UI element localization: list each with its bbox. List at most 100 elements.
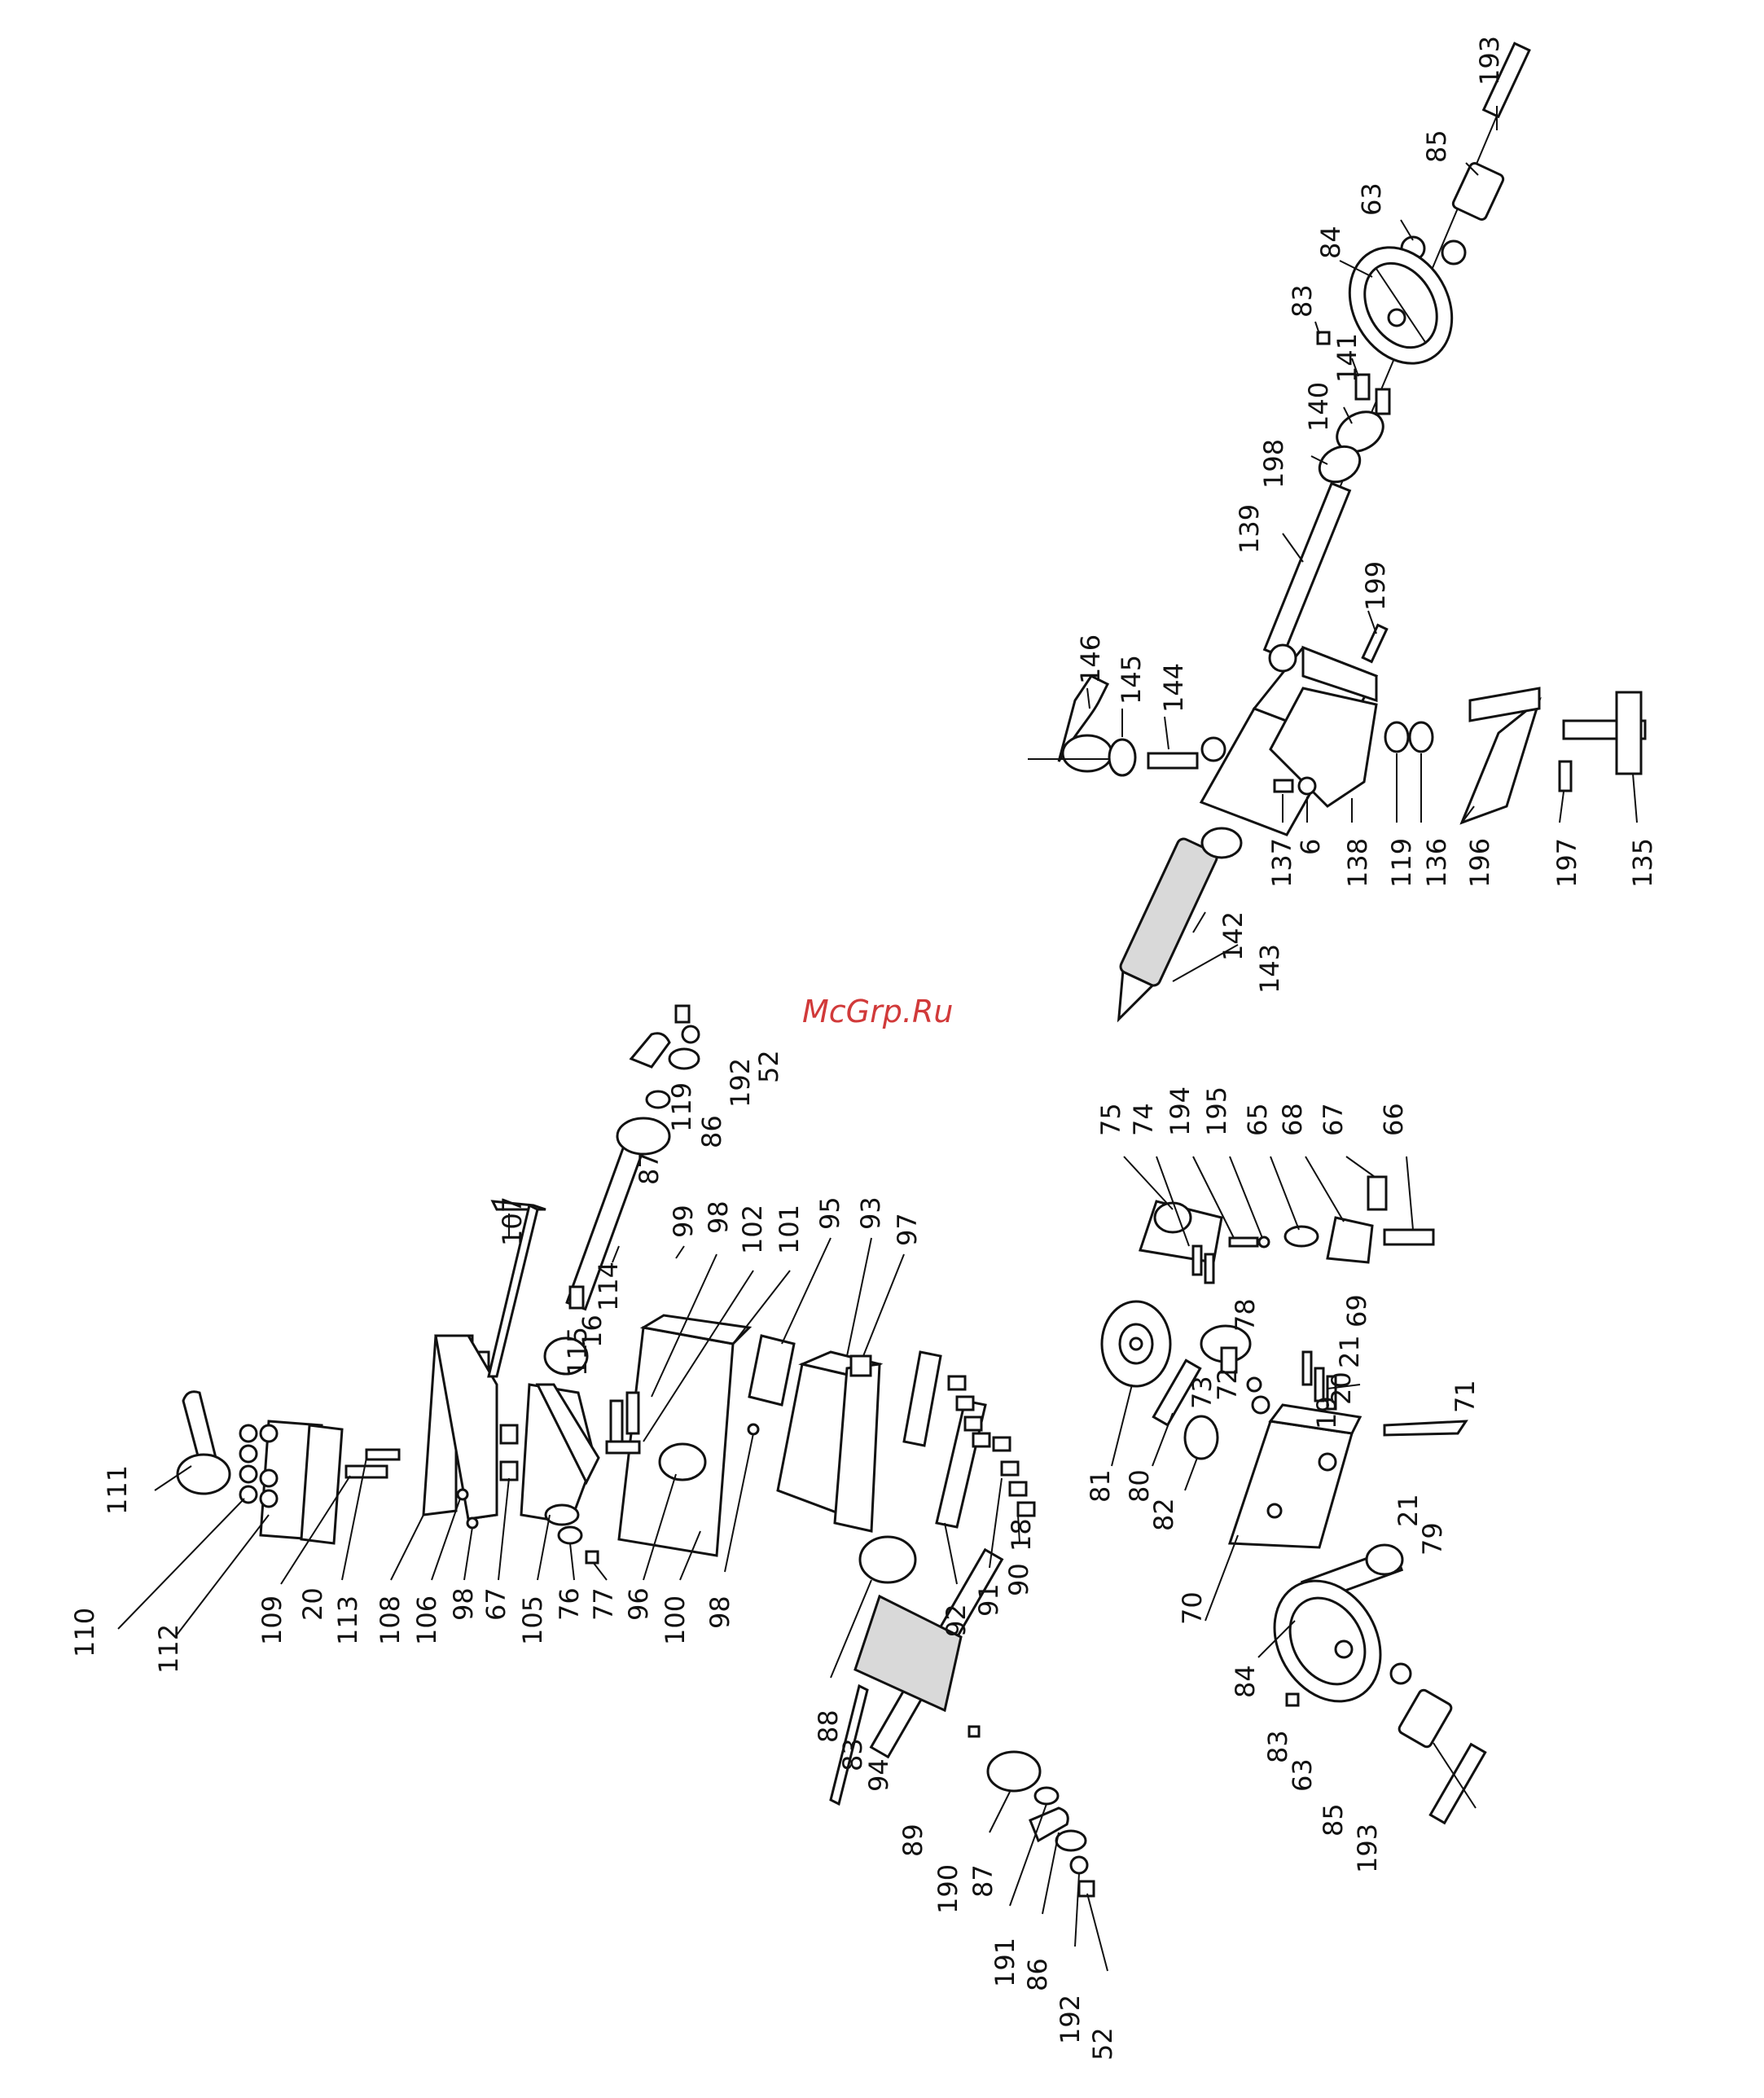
callout-141: 141	[1332, 333, 1362, 383]
callout-90: 90	[1003, 1563, 1034, 1596]
callout-70: 70	[1177, 1591, 1208, 1625]
callout-73: 73	[1187, 1376, 1218, 1409]
callout-105: 105	[517, 1595, 548, 1645]
callout-85: 85	[1421, 129, 1452, 163]
callout-119: 119	[666, 1082, 697, 1132]
callout-94: 94	[863, 1758, 894, 1792]
callout-190: 190	[932, 1864, 963, 1914]
callout-86b: 86	[1022, 1958, 1053, 1991]
callout-144: 144	[1158, 663, 1189, 713]
callout-100: 100	[660, 1595, 691, 1645]
callout-145: 145	[1116, 655, 1147, 704]
callout-111: 111	[102, 1465, 133, 1515]
callout-199: 199	[1360, 561, 1391, 611]
callout-95: 95	[814, 1196, 845, 1230]
callout-67: 67	[480, 1587, 511, 1621]
callout-102: 102	[737, 1205, 768, 1254]
callout-68: 68	[1277, 1103, 1308, 1136]
apron-assembly	[1100, 1175, 1487, 1825]
callout-84: 84	[1315, 226, 1346, 259]
callout-20: 20	[297, 1587, 328, 1621]
watermark-text: McGrp.Ru	[802, 994, 954, 1029]
callout-107: 107	[497, 1196, 528, 1246]
callout-52: 52	[753, 1050, 784, 1083]
callout-16: 16	[577, 1315, 608, 1348]
callout-146: 146	[1075, 634, 1106, 684]
callout-108: 108	[375, 1595, 406, 1645]
callout-143: 143	[1254, 944, 1285, 994]
callout-21: 21	[1334, 1335, 1365, 1368]
callout-81: 81	[1085, 1469, 1116, 1503]
callout-63: 63	[1356, 182, 1387, 216]
callout-96: 96	[623, 1587, 654, 1621]
callout-113: 113	[332, 1595, 363, 1645]
callout-140: 140	[1303, 382, 1334, 432]
callout-197: 197	[1551, 838, 1582, 888]
callout-79: 79	[1417, 1522, 1448, 1556]
callout-65: 65	[1242, 1103, 1273, 1136]
callout-198: 198	[1258, 439, 1289, 489]
callout-82: 82	[1148, 1498, 1179, 1531]
callout-139: 139	[1234, 504, 1265, 554]
callout-21b: 21	[1393, 1494, 1424, 1527]
callout-196: 196	[1464, 838, 1495, 888]
callout-93: 93	[855, 1196, 886, 1230]
callout-195: 195	[1201, 1086, 1232, 1136]
callout-75: 75	[1095, 1103, 1126, 1136]
callout-66: 66	[1378, 1103, 1409, 1136]
callout-83: 83	[1287, 284, 1318, 318]
callout-18: 18	[1006, 1518, 1037, 1552]
apron-callouts: 75 74 194 195 65 68 67 66 78 69 21 20 19…	[1085, 1086, 1481, 1873]
callout-114: 114	[593, 1262, 624, 1311]
callout-192: 192	[725, 1058, 756, 1108]
callout-87: 87	[634, 1152, 665, 1185]
callout-98: 98	[448, 1587, 479, 1621]
carriage-assembly	[176, 1004, 1095, 1898]
callout-115: 115	[562, 1327, 593, 1376]
tailstock-assembly	[1028, 42, 1647, 1023]
callout-88: 88	[813, 1710, 844, 1743]
callout-78: 78	[1230, 1298, 1261, 1332]
callout-67: 67	[1318, 1103, 1349, 1136]
callout-84b: 84	[1230, 1665, 1261, 1698]
callout-142: 142	[1218, 911, 1248, 961]
callout-106: 106	[411, 1595, 442, 1645]
callout-193b: 193	[1352, 1824, 1383, 1873]
callout-69: 69	[1341, 1294, 1372, 1328]
callout-19: 19	[1311, 1396, 1342, 1429]
callout-83b: 83	[1262, 1730, 1293, 1763]
callout-110: 110	[69, 1608, 100, 1657]
callout-91: 91	[973, 1583, 1004, 1617]
callout-76: 76	[554, 1587, 585, 1621]
callout-86: 86	[696, 1115, 727, 1148]
callout-85b: 85	[1318, 1803, 1349, 1837]
callout-92: 92	[941, 1604, 972, 1637]
callout-72: 72	[1212, 1367, 1243, 1401]
callout-71: 71	[1450, 1380, 1481, 1413]
carriage-callouts: 111 110 112 109 20 113 108 106 98 67 105…	[69, 1050, 1118, 2061]
callout-109: 109	[257, 1595, 287, 1645]
callout-193: 193	[1474, 36, 1505, 86]
callout-74: 74	[1128, 1103, 1159, 1136]
callout-83: 83	[837, 1738, 868, 1771]
callout-135: 135	[1627, 838, 1658, 888]
callout-80: 80	[1124, 1469, 1155, 1503]
callout-192b: 192	[1055, 1995, 1086, 2044]
callout-89: 89	[897, 1824, 928, 1857]
callout-138: 138	[1342, 838, 1373, 888]
callout-98c: 98	[703, 1200, 734, 1234]
callout-87b: 87	[968, 1864, 998, 1898]
callout-101: 101	[774, 1205, 805, 1254]
callout-98b: 98	[704, 1595, 735, 1629]
tailstock-leaders	[1086, 106, 1638, 982]
callout-136: 136	[1421, 838, 1452, 888]
callout-97: 97	[892, 1213, 923, 1246]
callout-137: 137	[1266, 838, 1297, 888]
callout-191: 191	[990, 1938, 1020, 1987]
callout-63b: 63	[1287, 1758, 1318, 1792]
callout-6: 6	[1295, 839, 1326, 855]
callout-194: 194	[1165, 1086, 1196, 1136]
callout-99: 99	[668, 1205, 699, 1238]
tailstock-callouts: 193 85 63 84 83 141 140 198 139 199 146 …	[1075, 36, 1658, 994]
